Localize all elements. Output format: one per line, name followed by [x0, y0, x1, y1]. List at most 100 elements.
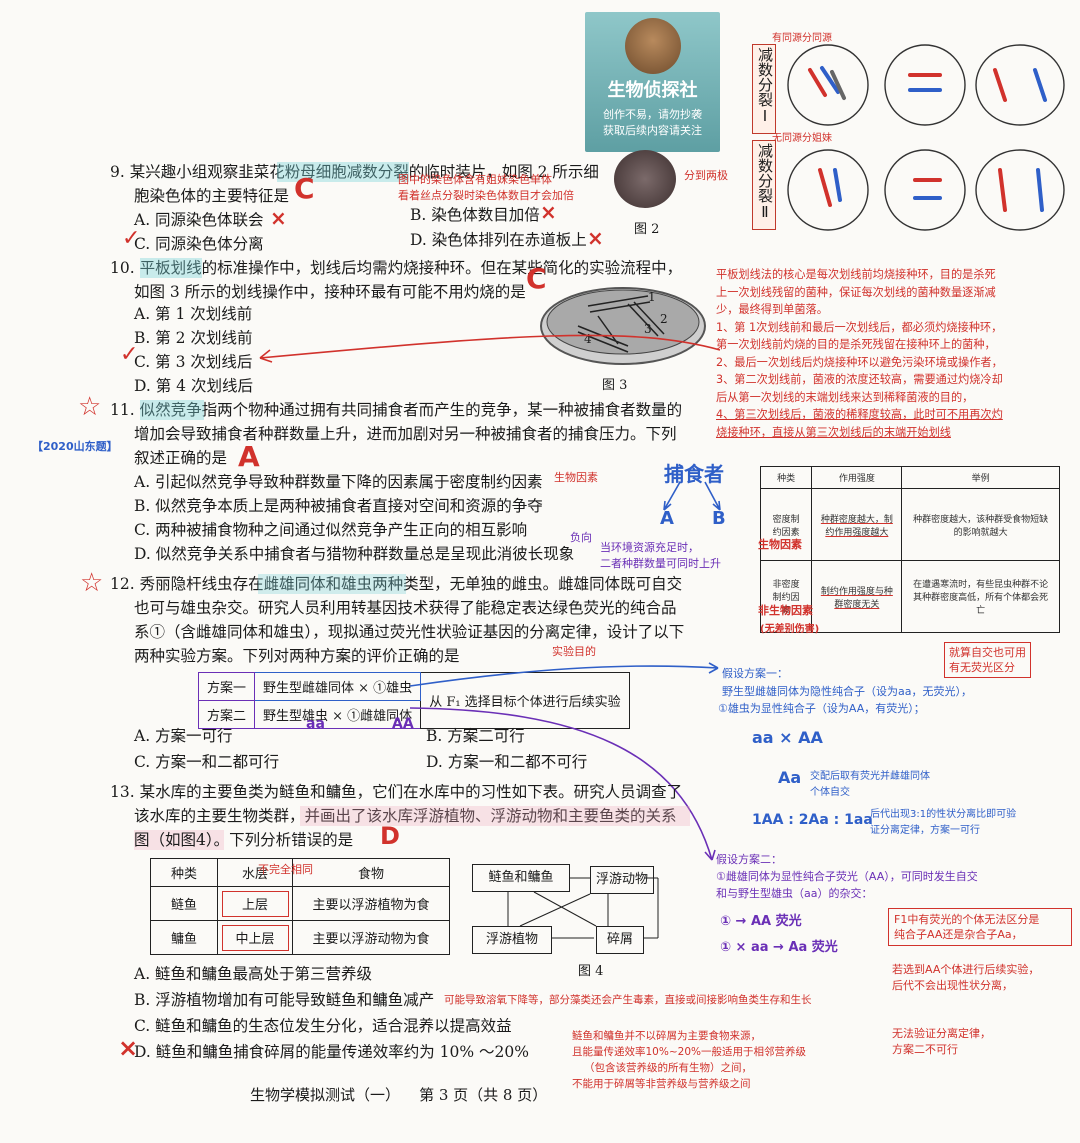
meiosis-cells — [787, 44, 1065, 231]
fig3-num2: 2 — [660, 312, 668, 326]
q9-optD[interactable]: D. 染色体排列在赤道板上 — [410, 231, 587, 249]
fig2-caption: 图 2 — [634, 222, 660, 237]
q13-note-d: 鲢鱼和鳙鱼并不以碎屑为主要食物来源， 且能量传递效率10%~20%一般适用于相邻… — [572, 1028, 806, 1092]
q9-answer: C — [294, 172, 315, 205]
scheme-action: 从 F₁ 选择目标个体进行后续实验 — [420, 672, 630, 729]
h1-cross: aa × AA — [752, 728, 823, 747]
q13-optA[interactable]: A. 鲢鱼和鳙鱼最高处于第三营养级 — [134, 965, 373, 983]
scheme2-cross: 野生型雄虫 × ①雌雄同体 — [254, 700, 422, 729]
meiosis-label1: 减数分裂Ⅰ — [752, 44, 776, 134]
q12-stem4: 两种实验方案。下列对两种方案的评价正确的是 — [134, 647, 460, 665]
q12-optD[interactable]: D. 方案一和二都不可行 — [426, 753, 588, 771]
logo-title: 生物侦探社 — [607, 80, 698, 101]
meiosis-note1: 有同源分同源 — [772, 33, 832, 44]
q11-optA[interactable]: A. 引起似然竞争导致种群数量下降的因素属于密度制约因素 — [134, 473, 543, 491]
q11-optC[interactable]: C. 两种被捕食物种之间通过似然竞争产生正向的相互影响 — [134, 521, 528, 539]
cat-icon — [625, 18, 681, 74]
scheme2-label: 方案二 — [197, 700, 256, 729]
fig3-caption: 图 3 — [602, 378, 628, 393]
q11-optB[interactable]: B. 似然竞争本质上是两种被捕食者直接对空间和资源的争夺 — [134, 497, 543, 515]
q12-optB[interactable]: B. 方案二可行 — [426, 727, 525, 745]
q10-explain-line: 上一次划线残留的菌种，保证每次划线的菌种数量逐渐减 — [716, 285, 996, 299]
h2-n1: 若选到AA个体进行后续实验， — [892, 963, 1040, 976]
q10-optB[interactable]: B. 第 2 次划线前 — [134, 329, 253, 347]
q13-optB[interactable]: B. 浮游植物增加有可能导致鲢鱼和鳙鱼减产 — [134, 991, 435, 1009]
fig3-dish — [540, 287, 706, 365]
fig3-num1: 1 — [648, 290, 656, 304]
q12-selfing-note: 就算自交也可用有无荧光区分 — [944, 642, 1031, 678]
q13-note-d-line: 鲢鱼和鳙鱼并不以碎屑为主要食物来源， — [572, 1030, 761, 1042]
q13-stem2: 该水库的主要生物类群，并画出了该水库浮游植物、浮游动物和主要鱼类的关系 — [134, 804, 677, 828]
q9-stem1: 9. 某兴趣小组观察韭菜花粉母细胞减数分裂的临时装片，如图 2 所示细 — [110, 163, 599, 181]
q9-optB[interactable]: B. 染色体数目加倍 — [410, 206, 540, 224]
q11-note-bio: 生物因素 — [554, 471, 598, 484]
q10-explain-line: 3、第二次划线前，菌液的浓度还较高，需要通过灼烧冷却 — [716, 373, 1003, 386]
q12-optC[interactable]: C. 方案一和二都可行 — [134, 753, 280, 771]
h1-res1: 后代出现3:1的性状分离比即可验 — [870, 809, 1017, 820]
q9-note2: 看着丝点分裂时染色体数目才会加倍 — [398, 189, 574, 202]
scheme1-label: 方案一 — [197, 672, 256, 701]
q10-arrow — [259, 334, 721, 363]
fig4-node: 浮游植物 — [472, 926, 552, 954]
q12-stem2: 也可与雄虫杂交。研究人员利用转基因技术获得了能稳定表达绿色荧光的纯合品 — [134, 599, 677, 617]
q10-explain: 平板划线法的核心是每次划线前均烧接种环，目的是杀死 上一次划线残留的菌种，保证每… — [716, 266, 1003, 441]
q13-optD[interactable]: D. 鲢鱼和鳙鱼捕食碎屑的能量传递效率约为 10% ～20% — [134, 1043, 529, 1061]
q10-optC[interactable]: C. 第 3 次划线后 — [134, 353, 253, 371]
q12-stem3: 系①（含雌雄同体和雄虫），现拟通过荧光性状验证基因的分离定律，设计了以下 — [134, 623, 685, 641]
h2-n3: 无法验证分离定律， — [892, 1027, 991, 1040]
page-footer: 生物学模拟测试（一） 第 3 页（共 8 页） — [250, 1086, 548, 1104]
q10-stem2: 如图 3 所示的划线操作中，接种环最有可能不用灼烧的是 — [134, 283, 526, 301]
h2-self: ① → AA 荧光 — [720, 914, 802, 929]
q10-stem1: 10. 平板划线的标准操作中，划线后均需灼烧接种环。但在某些简化的实验流程中， — [110, 259, 683, 277]
fig4-arrows — [507, 877, 659, 939]
q10-optA[interactable]: A. 第 1 次划线前 — [134, 305, 253, 323]
q12-optA[interactable]: A. 方案一可行 — [134, 727, 233, 745]
q10-explain-line: 平板划线法的核心是每次划线前均烧接种环，目的是杀死 — [716, 268, 996, 281]
density-header: 作用强度 — [811, 466, 903, 489]
q11-answer: A — [238, 440, 260, 473]
q12-aa-label: aa — [306, 716, 325, 732]
density-header: 种类 — [759, 466, 813, 489]
q13-answer: D — [380, 822, 400, 850]
q9-optC[interactable]: C. 同源染色体分离 — [134, 235, 264, 253]
h1-ratio: 1AA : 2Aa : 1aa — [752, 812, 873, 828]
q9-optA[interactable]: A. 同源染色体联会 — [134, 211, 264, 229]
h1-Aa: Aa — [778, 768, 802, 787]
q13-cell: 鳙鱼 — [150, 920, 218, 955]
q13-optC[interactable]: C. 鲢鱼和鳙鱼的生态位发生分化，适合混养以提高效益 — [134, 1017, 512, 1035]
q9-x-icon-d: × — [587, 226, 604, 250]
q13-stem1: 13. 某水库的主要鱼类为鲢鱼和鳙鱼，它们在水库中的习性如下表。研究人员调查了 — [110, 783, 683, 801]
fig3-num3: 3 — [644, 322, 652, 336]
h2-n2: 后代不会出现性状分离， — [892, 979, 1013, 992]
q11-note-neg: 负向 — [570, 531, 592, 544]
h1-title: 假设方案一： — [722, 667, 788, 680]
q12-scheme-table: 方案一 野生型雌雄同体 × ①雄虫 从 F₁ 选择目标个体进行后续实验 方案二 … — [197, 672, 630, 729]
h2-cross: ① × aa → Aa 荧光 — [720, 940, 838, 955]
q9-highlight — [277, 162, 409, 182]
density-cell: 制约作用强度与种群密度无关 — [811, 560, 903, 633]
q11-note-predator: 捕食者 — [664, 462, 724, 486]
q12-highlight — [258, 574, 406, 594]
q10-explain-line: 2、最后一次划线后灼烧接种环以避免污染环境或操作者， — [716, 355, 1003, 369]
q13-cell: 鲢鱼 — [150, 886, 218, 921]
q9-stem2: 胞染色体的主要特征是 — [134, 187, 290, 205]
q11-highlight — [140, 400, 204, 420]
q11-star-icon: ☆ — [78, 392, 102, 422]
q13-header: 食物 — [292, 858, 450, 887]
q12-purpose: 实验目的 — [552, 645, 596, 658]
q12-stem1: 12. 秀丽隐杆线虫存在雌雄同体和雄虫两种类型，无单独的雌虫。雌雄同体既可自交 — [110, 575, 683, 593]
q13-x-icon: × — [118, 1034, 139, 1062]
density-hand1: 生物因素 — [758, 538, 802, 551]
h2-title: 假设方案二： — [716, 853, 782, 866]
logo-panel: 生物侦探社 创作不易，请勿抄袭 获取后续内容请关注 — [585, 12, 720, 152]
q11-note-env1: 当环境资源充足时， — [600, 541, 699, 554]
q10-optD[interactable]: D. 第 4 次划线后 — [134, 377, 253, 395]
q11-tag: 【2020山东题】 — [32, 440, 118, 453]
q11-optD[interactable]: D. 似然竞争关系中捕食者与猎物种群数量总是呈现此消彼长现象 — [134, 545, 575, 563]
fig4-caption: 图 4 — [578, 964, 604, 979]
q13-cell: 上层 — [217, 886, 293, 921]
density-hand3: (无差别伤害) — [760, 624, 820, 635]
fig3-num4: 4 — [584, 332, 592, 346]
q11-stem2: 增加会导致捕食者种群数量上升，进而加剧对另一种被捕食者的捕食压力。下列 — [134, 425, 677, 443]
q10-answer: C — [526, 262, 547, 295]
